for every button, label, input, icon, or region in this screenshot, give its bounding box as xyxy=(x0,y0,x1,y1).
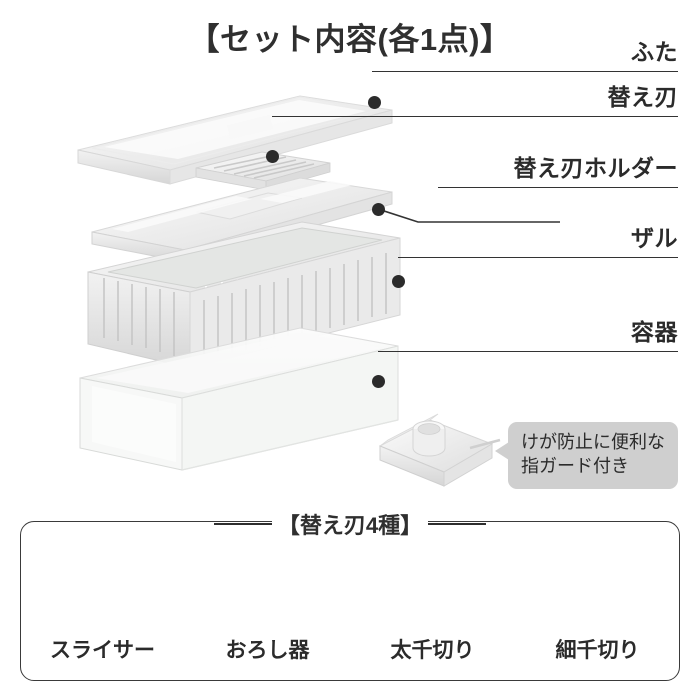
part-lid-graphic xyxy=(77,95,393,185)
leader-dot-lid xyxy=(368,96,381,109)
part-blade-holder-graphic xyxy=(91,177,393,263)
leader-dot-blade-holder xyxy=(372,203,385,216)
blade-label-grater: おろし器 xyxy=(225,639,310,662)
callout-line-1: けが防止に便利な xyxy=(521,432,665,452)
callout-line-2: 指ガード付き xyxy=(521,455,629,476)
leader-dot-strainer xyxy=(392,275,405,288)
part-spare-blade-graphic xyxy=(195,151,331,191)
label-lid: ふた xyxy=(631,39,678,65)
label-spare-blade: 替え刃 xyxy=(607,84,678,110)
part-strainer-graphic xyxy=(87,221,401,369)
blade-panel-heading: 【替え刃4種】 xyxy=(0,508,700,540)
page-title: 【セット内容(各1点)】 xyxy=(188,22,512,57)
heading-text: 【替え刃4種】 xyxy=(271,508,429,540)
blade-label-thick-julienne: 太千切り xyxy=(390,639,475,662)
leader-line-blade-holder-angled xyxy=(377,208,560,223)
blade-label-row: スライサー おろし器 太千切り 細千切り xyxy=(20,634,680,664)
heading-rule-right xyxy=(428,523,487,525)
label-blade-holder: 替え刃ホルダー xyxy=(513,155,678,181)
label-container: 容器 xyxy=(631,319,678,345)
blade-label-slicer: スライサー xyxy=(50,639,155,662)
leader-dot-container xyxy=(372,375,385,388)
blade-label-fine-julienne: 細千切り xyxy=(555,639,640,662)
part-container-graphic xyxy=(79,327,399,471)
heading-rule-left xyxy=(213,523,272,525)
part-finger-guard-graphic xyxy=(378,413,494,487)
finger-guard-callout: けが防止に便利な 指ガード付き xyxy=(495,422,678,489)
leader-dot-spare-blade xyxy=(266,150,279,163)
label-strainer: ザル xyxy=(631,225,678,251)
callout-tail xyxy=(495,442,509,460)
